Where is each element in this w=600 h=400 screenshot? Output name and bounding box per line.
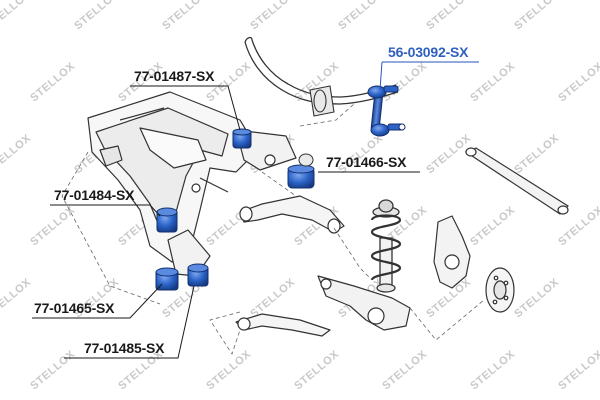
bushing-77-01484 (156, 207, 178, 233)
watermark-logo: STELLOX (72, 0, 121, 32)
watermark-logo: STELLOX (380, 60, 429, 104)
leader-line-bush-lower-a (32, 283, 163, 319)
watermark-logo: STELLOX (512, 276, 561, 320)
watermark-logo: STELLOX (336, 0, 385, 32)
watermark-logo: STELLOX (380, 348, 429, 392)
watermark-logo: STELLOX (292, 348, 341, 392)
label-bush-mid-right: 77-01466-SX (326, 154, 407, 170)
stabilizer-bushing-grey (309, 85, 335, 117)
label-bush-lower-b: 77-01485-SX (84, 340, 165, 356)
subframe (87, 91, 297, 277)
leader-line-bush-lower-b (64, 285, 195, 359)
watermark-logo: STELLOX (468, 204, 517, 248)
watermark-logo: STELLOX (468, 60, 517, 104)
watermark-logo: STELLOX (28, 348, 77, 392)
watermark-logo: STELLOX (556, 348, 600, 392)
label-bush-lower-a: 77-01465-SX (34, 300, 115, 316)
coil-spring-strut (370, 199, 402, 293)
leader-lines (32, 61, 479, 359)
bushing-77-01487 (232, 128, 252, 149)
tie-rod-bar (464, 147, 569, 215)
label-bush-left: 77-01484-SX (54, 187, 135, 203)
leader-line-bush-top (130, 85, 241, 131)
leader-line-stab-link (379, 61, 479, 91)
watermark-logo: STELLOX (468, 348, 517, 392)
watermark-logo: STELLOX (0, 132, 34, 176)
label-bush-top: 77-01487-SX (134, 68, 215, 84)
watermark-logo: STELLOX (204, 348, 253, 392)
label-stab-link: 56-03092-SX (388, 44, 469, 60)
watermark-logo: STELLOX (28, 204, 77, 248)
bushing-77-01485 (187, 263, 209, 287)
watermark-logo: STELLOX (248, 276, 297, 320)
watermark-logo: STELLOX (28, 60, 77, 104)
steering-knuckle (433, 215, 471, 289)
watermark-logo: STELLOX (0, 0, 34, 32)
leader-line-bush-left (50, 204, 161, 217)
watermark-logo: STELLOX (424, 0, 473, 32)
bushing-77-01466 (287, 153, 315, 189)
watermark-logo: STELLOX (160, 0, 209, 32)
assembly-lines (61, 103, 485, 355)
wheel-hub (485, 267, 515, 313)
stabilizer-link-part (367, 85, 406, 137)
watermark-logo: STELLOX (0, 276, 34, 320)
watermark-logo: STELLOX (248, 0, 297, 32)
trailing-arm (235, 313, 331, 337)
watermark-logo: STELLOX (512, 132, 561, 176)
lower-control-arm (239, 195, 345, 234)
watermark-logo: STELLOX (512, 0, 561, 32)
rear-knuckle-arm (317, 275, 411, 331)
watermark-logo: STELLOX (556, 60, 600, 104)
